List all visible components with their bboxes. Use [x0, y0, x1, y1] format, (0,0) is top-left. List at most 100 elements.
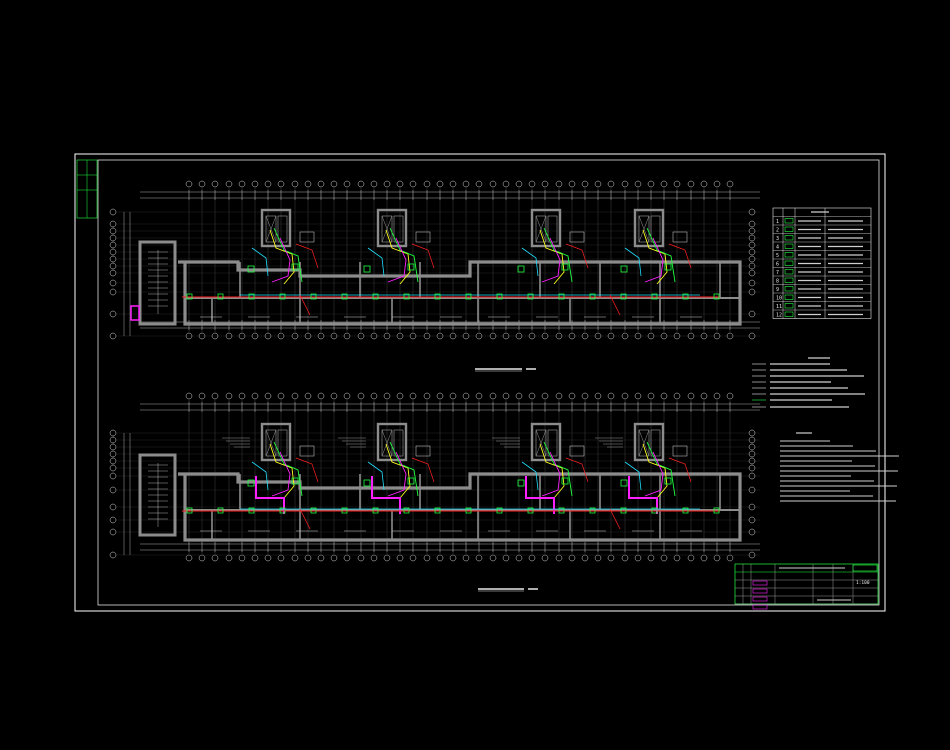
grid-axis-bubble	[541, 392, 549, 400]
grid-axis-bubble	[225, 554, 233, 562]
grid-axis-bubble	[370, 392, 378, 400]
stair-shaft	[650, 429, 661, 457]
core-wall	[260, 422, 292, 462]
grid-axis-bubble	[251, 392, 259, 400]
row-axis-bubble	[748, 472, 756, 480]
row-axis-bubble	[748, 429, 756, 437]
core-wall	[530, 208, 562, 248]
grid-axis-bubble	[330, 392, 338, 400]
grid-axis-bubble	[713, 554, 721, 562]
corridor-device	[341, 507, 348, 514]
grid-axis-bubble	[700, 554, 708, 562]
grid-axis-bubble	[343, 180, 351, 188]
wiring-run	[269, 229, 295, 285]
wiring-run	[539, 229, 565, 285]
grid-axis-bubble	[568, 554, 576, 562]
elevator-shaft	[535, 215, 547, 243]
grid-axis-bubble	[198, 180, 206, 188]
feeder-drop	[609, 294, 621, 316]
grid-axis-bubble	[726, 180, 734, 188]
elevator-shaft	[381, 215, 393, 243]
grid-axis-bubble	[515, 392, 523, 400]
grid-axis-bubble	[634, 554, 642, 562]
equipment-box	[415, 445, 431, 457]
row-axis-bubble	[748, 503, 756, 511]
device-symbol	[664, 263, 672, 271]
grid-axis-bubble	[330, 180, 338, 188]
corridor-device	[465, 507, 472, 514]
grid-axis-bubble	[317, 392, 325, 400]
stair-core-wall	[138, 240, 177, 326]
corridor-device	[248, 293, 255, 300]
row-axis-bubble	[109, 279, 117, 287]
binding-strip	[76, 159, 98, 219]
grid-axis-bubble	[581, 180, 589, 188]
device-symbol	[247, 479, 255, 487]
elevator-cross	[381, 429, 393, 457]
corridor-device	[589, 293, 596, 300]
grid-axis-bubble	[449, 392, 457, 400]
corridor-device	[496, 293, 503, 300]
equipment-box	[299, 231, 315, 243]
grid-axis-bubble	[436, 392, 444, 400]
elevator-cross	[638, 215, 650, 243]
grid-axis-bubble	[449, 554, 457, 562]
grid-axis-bubble	[594, 554, 602, 562]
grid-axis-bubble	[211, 554, 219, 562]
corridor-device	[713, 293, 720, 300]
row-axis-bubble	[748, 516, 756, 524]
device-symbol	[561, 263, 569, 271]
row-axis-bubble	[109, 234, 117, 242]
stair-shaft	[393, 429, 404, 457]
elevator-cross	[535, 429, 547, 457]
row-axis-bubble	[109, 516, 117, 524]
floor-plan-upper	[109, 180, 760, 340]
corridor-device	[496, 507, 503, 514]
elevator-shaft	[265, 429, 277, 457]
wiring-run	[543, 441, 573, 497]
legend-symbol	[784, 252, 794, 258]
stair-shaft	[547, 429, 558, 457]
feeder-drop	[609, 508, 621, 530]
row-axis-bubble	[748, 486, 756, 494]
grid-axis-bubble	[238, 554, 246, 562]
floor-plan-lower	[109, 392, 760, 562]
row-axis-bubble	[109, 486, 117, 494]
signature-block	[752, 596, 768, 602]
corridor-device	[279, 293, 286, 300]
wiring-run	[521, 461, 539, 491]
legend-row-number: 4	[776, 245, 779, 251]
wiring-run	[565, 243, 589, 269]
legend-symbol	[784, 269, 794, 275]
legend-row-number: 10	[776, 296, 782, 302]
row-axis-bubble	[109, 443, 117, 451]
grid-axis-bubble	[462, 180, 470, 188]
grid-axis-bubble	[449, 180, 457, 188]
row-axis-bubble	[748, 220, 756, 228]
legend-symbol	[784, 218, 794, 224]
device-symbol	[291, 477, 299, 485]
device-symbol	[620, 479, 628, 487]
wiring-run	[624, 247, 642, 277]
grid-axis-bubble	[568, 392, 576, 400]
row-axis-bubble	[109, 528, 117, 536]
row-axis-bubble	[748, 450, 756, 458]
wiring-run	[411, 457, 435, 483]
wiring-run	[387, 451, 407, 497]
grid-axis-bubble	[462, 554, 470, 562]
wiring-run	[541, 451, 561, 497]
row-axis-bubble	[748, 310, 756, 318]
row-axis-bubble	[748, 255, 756, 263]
elevator-shaft	[381, 429, 393, 457]
row-axis-bubble	[109, 269, 117, 277]
row-axis-bubble	[109, 310, 117, 318]
grid-axis-bubble	[568, 180, 576, 188]
legend-symbol	[784, 303, 794, 309]
device-symbol	[247, 265, 255, 273]
grid-axis-bubble	[370, 180, 378, 188]
equipment-box	[569, 231, 585, 243]
grid-axis-bubble	[185, 554, 193, 562]
